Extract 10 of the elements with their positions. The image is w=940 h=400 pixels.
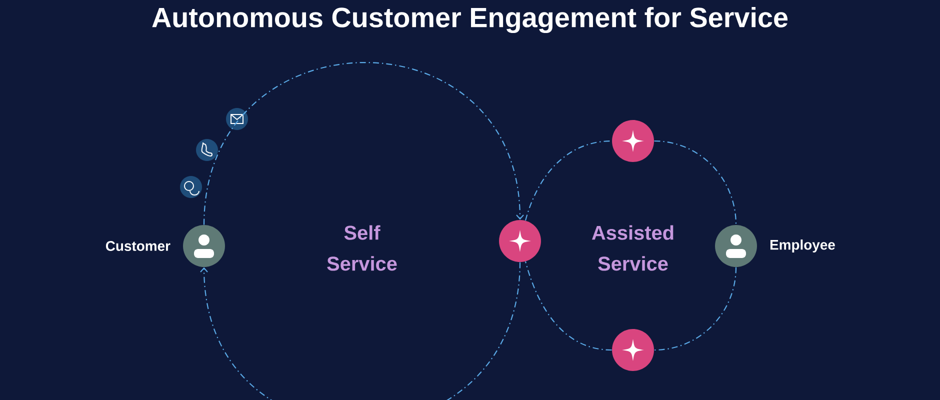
person-name: Customer xyxy=(106,241,170,251)
person-name: Employee xyxy=(770,240,835,252)
sparkle-icon xyxy=(612,120,654,162)
area-label: Assisted Service xyxy=(592,225,674,271)
sparkle-icon xyxy=(499,220,541,262)
area-label: Self Service xyxy=(327,225,397,271)
sparkle-icon xyxy=(612,329,654,371)
title: Autonomous Customer Engagement for Service xyxy=(152,6,788,34)
arrow xyxy=(203,62,524,225)
arrow xyxy=(200,262,521,400)
